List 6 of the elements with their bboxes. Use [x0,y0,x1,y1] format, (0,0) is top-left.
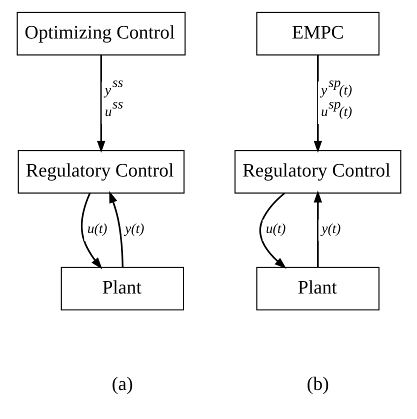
edge-label: u(t) [265,220,286,236]
edge-label: u(t) [86,220,107,236]
edge-label: y(t) [321,220,340,236]
label: (b) [306,374,329,395]
edge-label: y(t) [124,220,144,236]
label: (a) [111,374,133,395]
